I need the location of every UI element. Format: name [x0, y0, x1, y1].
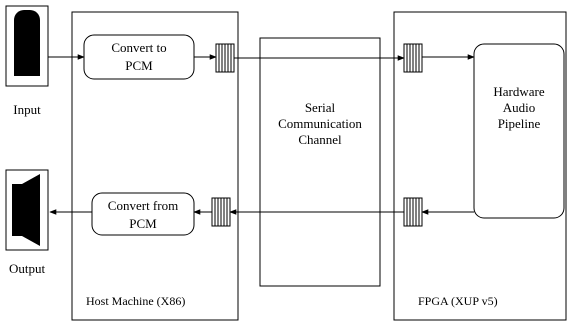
- convert-from-pcm-label-line2: PCM: [129, 216, 157, 231]
- input-device-icon: [5, 5, 49, 87]
- hardware-pipeline-line3: Pipeline: [498, 116, 541, 131]
- serial-channel-line2: Communication: [278, 116, 362, 131]
- output-speaker-icon: [5, 169, 49, 251]
- fpga-rx-buffer-icon: [403, 43, 423, 73]
- hardware-pipeline-line2: Audio: [503, 100, 536, 115]
- convert-to-pcm-label-line1: Convert to: [111, 40, 166, 55]
- serial-channel-line1: Serial: [305, 100, 336, 115]
- convert-to-pcm-label-line2: PCM: [125, 58, 153, 73]
- serial-channel-line3: Channel: [298, 132, 342, 147]
- fpga-tx-buffer-icon: [403, 197, 423, 227]
- input-label: Input: [13, 102, 41, 117]
- host-tx-buffer-icon: [215, 43, 235, 73]
- hardware-pipeline-line1: Hardware: [493, 84, 544, 99]
- serial-channel-box: [259, 37, 381, 287]
- output-label: Output: [9, 261, 46, 276]
- host-machine-label: Host Machine (X86): [86, 294, 185, 308]
- fpga-label: FPGA (XUP v5): [418, 294, 498, 308]
- host-rx-buffer-icon: [211, 197, 231, 227]
- convert-from-pcm-label-line1: Convert from: [108, 198, 178, 213]
- hardware-pipeline-box: [473, 43, 565, 219]
